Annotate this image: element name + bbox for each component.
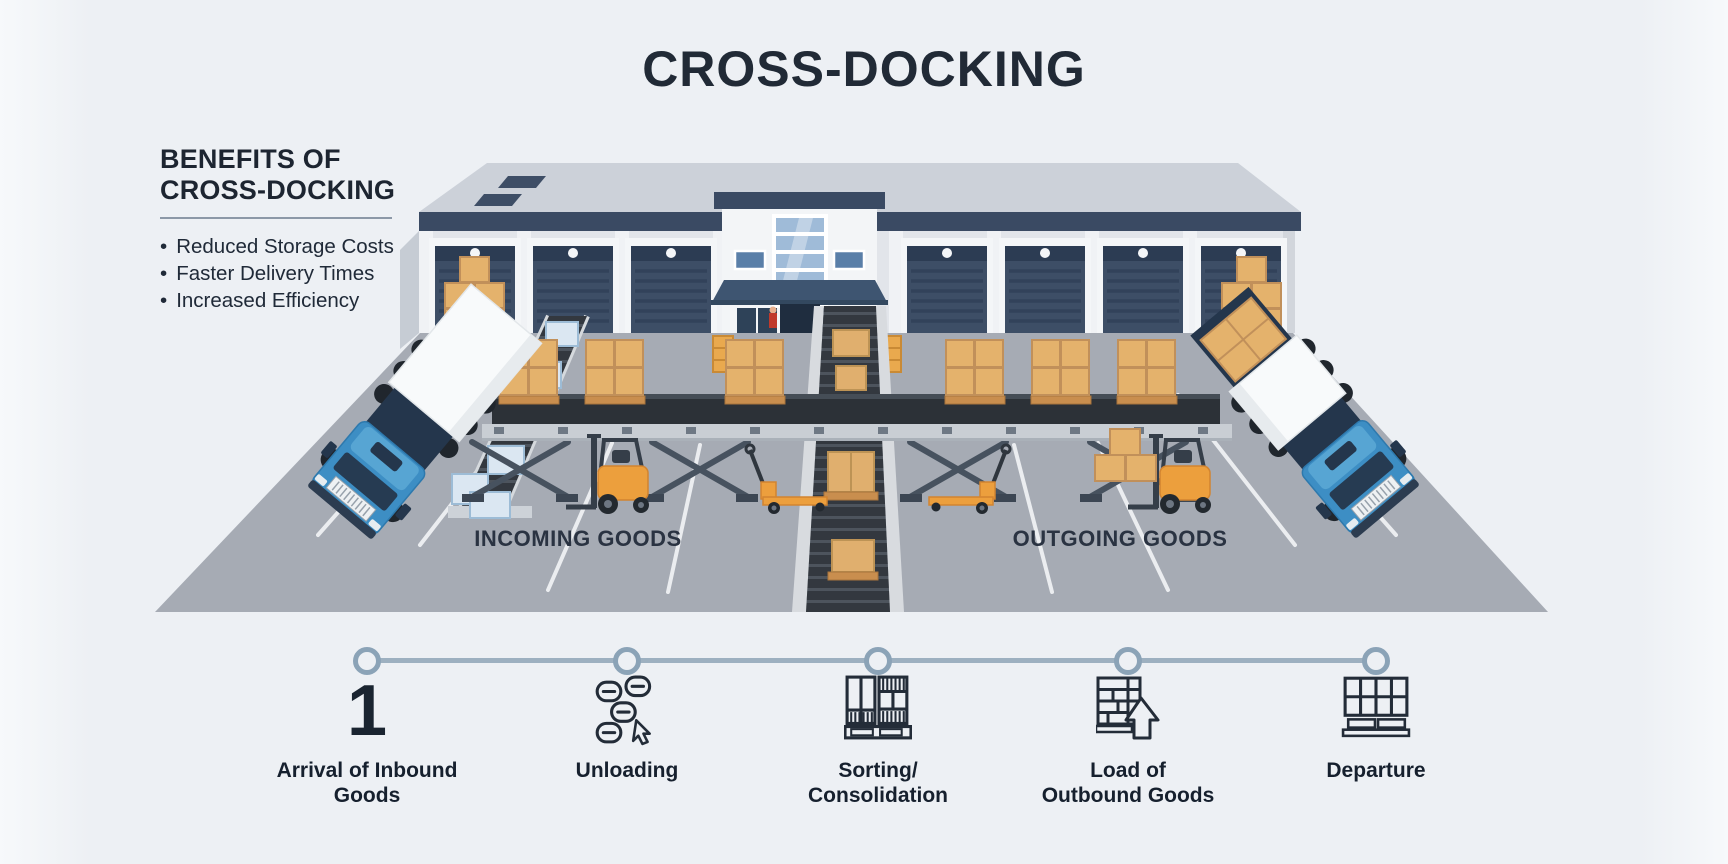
belt-pallet <box>724 339 786 405</box>
benefit-item: Faster Delivery Times <box>160 260 490 287</box>
page-title: CROSS-DOCKING <box>642 41 1086 97</box>
belt-pallet <box>1030 339 1092 405</box>
truck-cab <box>308 421 426 539</box>
timeline-node <box>613 647 641 675</box>
departure-pallet-icon <box>1341 676 1411 738</box>
tower-window <box>733 249 767 271</box>
step-label: Arrival of Inbound Goods <box>276 759 458 808</box>
step-label: Sorting/ Consolidation <box>808 759 948 808</box>
timeline-node <box>864 647 892 675</box>
step-label: Load of Outbound Goods <box>1041 759 1215 808</box>
worker <box>769 306 777 314</box>
step-number: 1 <box>346 671 388 751</box>
tower-window <box>832 249 866 271</box>
center-conveyor <box>792 306 904 612</box>
trailer <box>387 283 543 443</box>
load-arrow-icon <box>1096 676 1160 740</box>
process-step-unloading: Unloading <box>517 674 737 783</box>
truck-cab <box>1301 420 1419 538</box>
roof-skylight <box>474 194 522 206</box>
dock-door <box>997 236 1093 335</box>
conveyor-box <box>823 451 879 581</box>
process-step-departure: Departure <box>1266 674 1486 783</box>
timeline-node <box>353 647 381 675</box>
dock-door <box>1095 236 1191 335</box>
belt-pallet <box>584 339 646 405</box>
benefits-panel: BENEFITS OF CROSS-DOCKING Reduced Storag… <box>160 144 490 314</box>
outgoing-goods-label: OUTGOING GOODS <box>1013 526 1228 551</box>
trailer-boxes <box>1199 296 1288 383</box>
benefit-item: Reduced Storage Costs <box>160 233 490 260</box>
warehouse-illustration: INCOMING GOODS OUTGOING GOODS <box>155 163 1548 612</box>
benefits-divider <box>160 217 392 219</box>
awning <box>711 280 888 304</box>
roof <box>419 163 1301 212</box>
benefits-heading: BENEFITS OF CROSS-DOCKING <box>160 144 396 205</box>
belt-pallet <box>1116 339 1178 405</box>
dock-door <box>899 236 995 335</box>
step-label: Departure <box>1326 759 1426 782</box>
sorting-crates-icon <box>844 675 912 740</box>
warehouse-building <box>400 163 1301 349</box>
unloading-parcels-icon <box>595 675 652 746</box>
roof-skylight <box>498 176 546 188</box>
conveyor-box <box>832 329 870 391</box>
incoming-goods-label: INCOMING GOODS <box>474 526 681 551</box>
benefits-list: Reduced Storage Costs Faster Delivery Ti… <box>160 233 490 314</box>
timeline-node <box>1114 647 1142 675</box>
benefit-item: Increased Efficiency <box>160 287 490 314</box>
ground-box-stack <box>1094 428 1157 482</box>
process-step-arrival: 1 Arrival of Inbound Goods <box>257 674 477 808</box>
belt-pallet <box>944 339 1006 405</box>
outbound-truck <box>1190 286 1419 538</box>
inbound-truck <box>308 283 543 539</box>
process-step-loading: Load of Outbound Goods <box>1018 674 1238 808</box>
dock-door <box>623 236 719 335</box>
process-step-sorting: Sorting/ Consolidation <box>768 674 988 808</box>
timeline-node <box>1362 647 1390 675</box>
step-label: Unloading <box>575 759 679 782</box>
